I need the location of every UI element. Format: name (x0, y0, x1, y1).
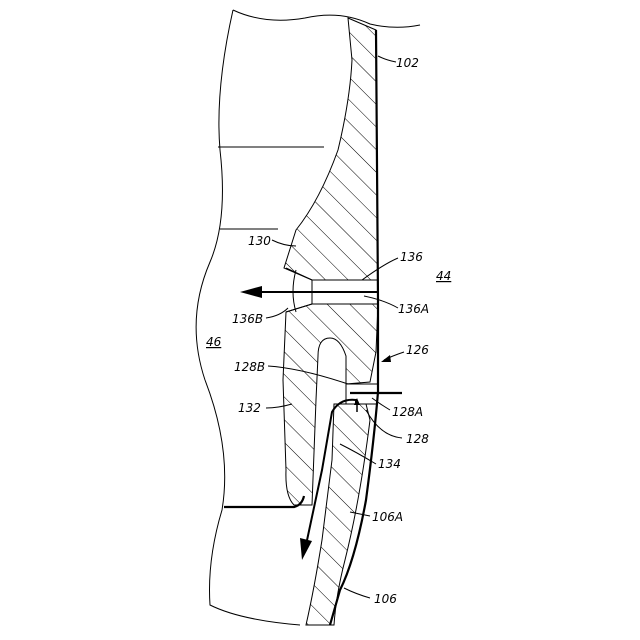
label-136A: 136A (398, 302, 429, 316)
label-126: 126 (406, 343, 429, 357)
label-106A: 106A (372, 510, 403, 524)
label-128A: 128A (392, 405, 423, 419)
leader-136B (266, 308, 288, 318)
label-130: 130 (248, 234, 271, 248)
label-134: 134 (378, 457, 401, 471)
label-106: 106 (374, 592, 397, 606)
upper-wall-section-130 (284, 18, 378, 280)
label-128: 128 (406, 432, 429, 446)
label-136B: 136B (232, 312, 263, 326)
label-128B: 128B (234, 360, 265, 374)
label-102: 102 (396, 56, 419, 70)
label-44: 44 (436, 269, 451, 283)
label-46: 46 (206, 335, 222, 349)
leader-102 (378, 56, 396, 62)
top-edge (233, 10, 420, 27)
flow-arrow-134-head (300, 538, 312, 560)
leader-106 (344, 588, 370, 598)
label-132: 132 (238, 401, 261, 415)
leader-126-arrowhead (381, 355, 391, 362)
label-136: 136 (400, 250, 423, 264)
flow-arrow-136-head (240, 286, 262, 298)
